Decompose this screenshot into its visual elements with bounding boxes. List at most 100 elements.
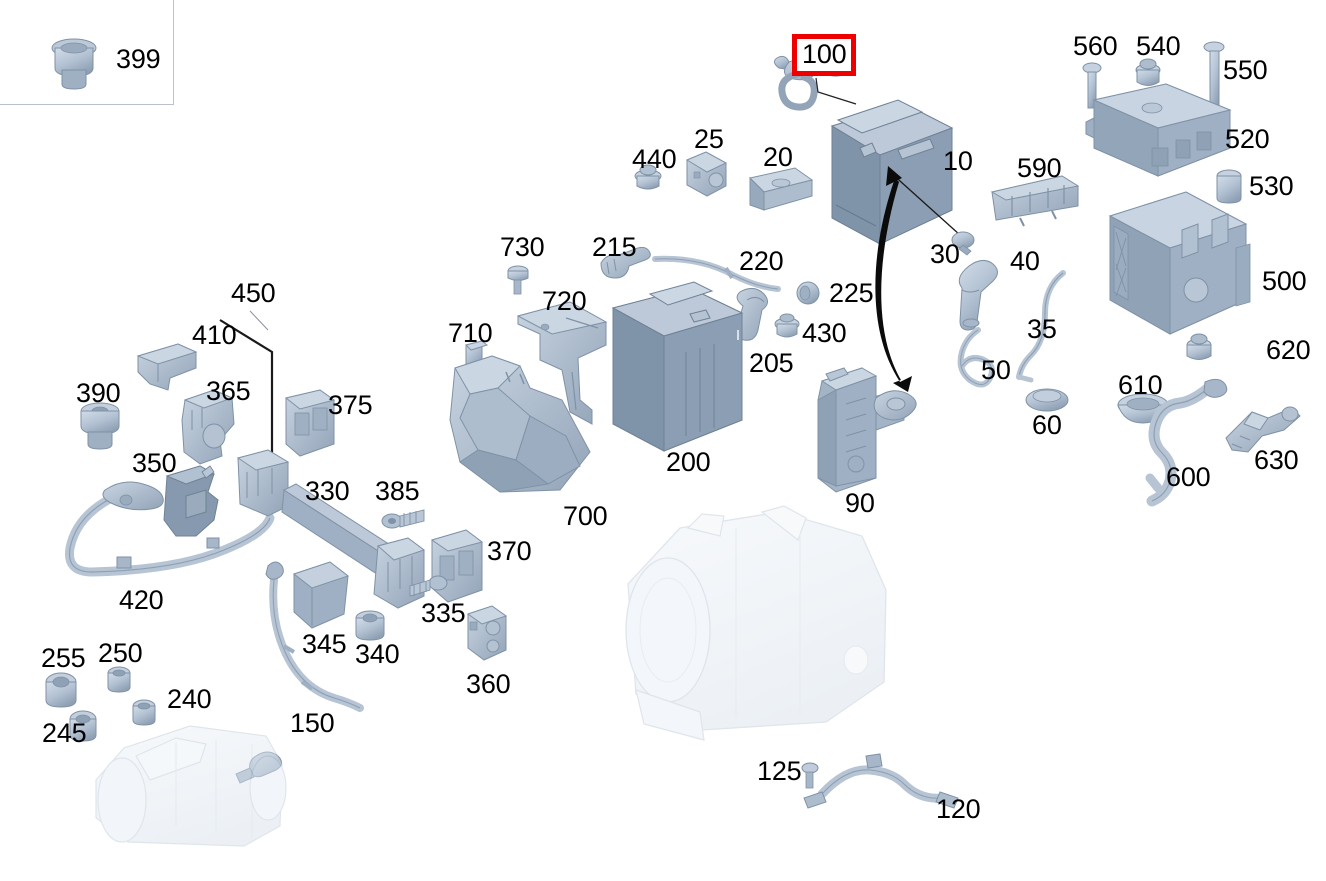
part-420-cable [64, 481, 277, 577]
part-label-450: 450 [231, 278, 276, 308]
part-60-cap [1025, 388, 1069, 412]
part-730-screw [507, 265, 529, 295]
part-90-control-module [817, 367, 917, 493]
part-30-screw [951, 231, 975, 256]
part-label-10: 10 [943, 146, 973, 176]
part-label-700: 700 [563, 501, 608, 531]
part-label-335: 335 [421, 598, 466, 628]
part-label-430: 430 [802, 318, 847, 348]
starter-motor-ghost [95, 725, 287, 847]
part-label-245: 245 [42, 718, 87, 748]
part-label-220: 220 [739, 246, 784, 276]
alternator-ghost [625, 505, 887, 741]
part-label-215: 215 [592, 232, 637, 262]
part-120-ground-strap [803, 753, 959, 809]
part-520-control-unit [1085, 83, 1232, 177]
detail-inset-panel [0, 0, 174, 105]
part-385-screw [381, 509, 425, 529]
part-125-screw [801, 762, 819, 789]
part-40-cable-boot [958, 260, 998, 331]
part-label-360: 360 [466, 669, 511, 699]
part-label-385: 385 [375, 476, 420, 506]
part-label-350: 350 [132, 448, 177, 478]
part-label-420: 420 [119, 585, 164, 615]
part-500-dc-converter [1108, 191, 1251, 335]
part-540-nut [1135, 58, 1161, 86]
part-label-200: 200 [666, 447, 711, 477]
part-700-cover [449, 355, 591, 493]
part-390-grommet [80, 402, 120, 450]
part-335-screw [409, 575, 448, 597]
part-360-connector [466, 605, 508, 661]
part-205-clamp [735, 288, 768, 341]
part-label-150: 150 [290, 708, 335, 738]
part-label-25: 25 [694, 124, 724, 154]
part-label-590: 590 [1017, 153, 1062, 183]
part-375-cover-plate [284, 389, 336, 457]
part-label-250: 250 [98, 638, 143, 668]
part-430-nut [774, 313, 800, 338]
part-340-bushing [355, 610, 385, 641]
part-label-370: 370 [487, 536, 532, 566]
part-255-bushing [45, 672, 77, 708]
part-590-bracket [990, 175, 1080, 227]
part-label-40: 40 [1010, 246, 1040, 276]
leader-line-30 [889, 171, 961, 236]
part-450-bracket-leader [219, 310, 274, 470]
part-620-nut [1186, 333, 1212, 360]
part-label-225: 225 [829, 278, 874, 308]
part-label-710: 710 [448, 318, 493, 348]
part-label-35: 35 [1027, 314, 1057, 344]
part-50-hose [957, 327, 995, 388]
part-365-connector [181, 389, 235, 465]
part-label-205: 205 [749, 348, 794, 378]
part-225-cap [796, 281, 820, 305]
part-label-30: 30 [930, 239, 960, 269]
part-530-cap [1216, 169, 1242, 204]
part-20-cover [749, 167, 814, 211]
part-label-90: 90 [845, 488, 875, 518]
part-10-battery [830, 99, 954, 245]
part-label-530: 530 [1249, 171, 1294, 201]
part-label-255: 255 [41, 643, 86, 673]
part-label-540: 540 [1136, 31, 1181, 61]
part-440-nut [634, 164, 662, 190]
part-215-connector [600, 246, 651, 279]
part-350-bracket [163, 465, 219, 537]
part-560-bolt [1082, 62, 1102, 109]
part-240-bushing [132, 699, 156, 726]
part-label-120: 120 [936, 794, 981, 824]
part-25-sensor [685, 151, 728, 197]
inset-panel-399 [51, 38, 97, 90]
part-245-bushing [69, 710, 97, 742]
part-label-600: 600 [1166, 462, 1211, 492]
part-label-399: 399 [116, 44, 161, 74]
part-720-bracket [516, 301, 608, 425]
part-label-125: 125 [757, 756, 802, 786]
part-630-connector [1225, 406, 1301, 453]
part-610-seal [1117, 393, 1169, 424]
part-399-grommet [51, 38, 97, 90]
arrow-head-100 [886, 166, 902, 186]
part-label-730: 730 [500, 232, 545, 262]
part-label-440: 440 [632, 144, 677, 174]
part-label-620: 620 [1266, 335, 1311, 365]
part-label-520: 520 [1225, 124, 1270, 154]
part-label-340: 340 [355, 639, 400, 669]
part-220-vent-hose [652, 255, 781, 292]
part-370-cover-plate [430, 529, 484, 603]
part-label-610: 610 [1118, 370, 1163, 400]
part-600-hose [1145, 378, 1228, 507]
part-label-560: 560 [1073, 31, 1118, 61]
part-35-hose [1016, 270, 1066, 383]
part-label-550: 550 [1223, 55, 1268, 85]
part-label-375: 375 [328, 390, 373, 420]
part-label-100[interactable]: 100 [792, 34, 857, 76]
part-label-50: 50 [981, 355, 1011, 385]
part-200-battery [611, 281, 744, 452]
part-label-630: 630 [1254, 445, 1299, 475]
part-label-240: 240 [167, 684, 212, 714]
part-345-module [292, 561, 350, 629]
part-250-bushing [107, 666, 131, 693]
